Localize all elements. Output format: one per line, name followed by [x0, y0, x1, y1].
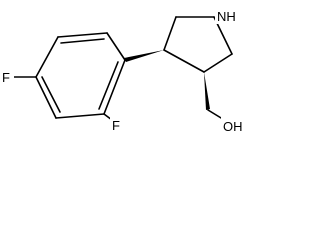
bond-aryl-6: [103, 59, 126, 115]
bond-ring-left: [163, 16, 177, 51]
wedge-bond-hydroxymethyl: [204, 72, 210, 110]
bond-aryl-3: [35, 36, 59, 78]
f-left-label: F: [2, 70, 10, 85]
atom-label-f-right: F: [110, 117, 124, 135]
bond-aryl-4: [35, 76, 57, 119]
nh-label: NH: [217, 9, 236, 24]
bond-aryl-1: [106, 32, 126, 61]
bond-aryl-2: [57, 32, 108, 38]
f-right-label: F: [112, 118, 120, 133]
bond-aryl-5: [55, 113, 105, 119]
pyrrolidine-ring: [163, 16, 233, 73]
bond-aryl-6-inner: [98, 61, 119, 110]
bond-ring-c3-c4: [163, 49, 205, 73]
oh-label: OH: [223, 119, 243, 134]
chemical-structure-diagram: NH F F OH: [0, 6, 244, 135]
wedge-bond-aryl: [124, 50, 164, 62]
atom-label-oh: OH: [221, 114, 244, 134]
atom-label-f-left: F: [0, 69, 14, 87]
bond-aryl-4-inner: [41, 76, 61, 113]
bond-ring-bottom-right: [203, 53, 233, 73]
atom-label-nh: NH: [215, 6, 239, 24]
difluorophenyl-ring: [35, 32, 126, 119]
bond-aryl-2-inner: [60, 38, 105, 44]
